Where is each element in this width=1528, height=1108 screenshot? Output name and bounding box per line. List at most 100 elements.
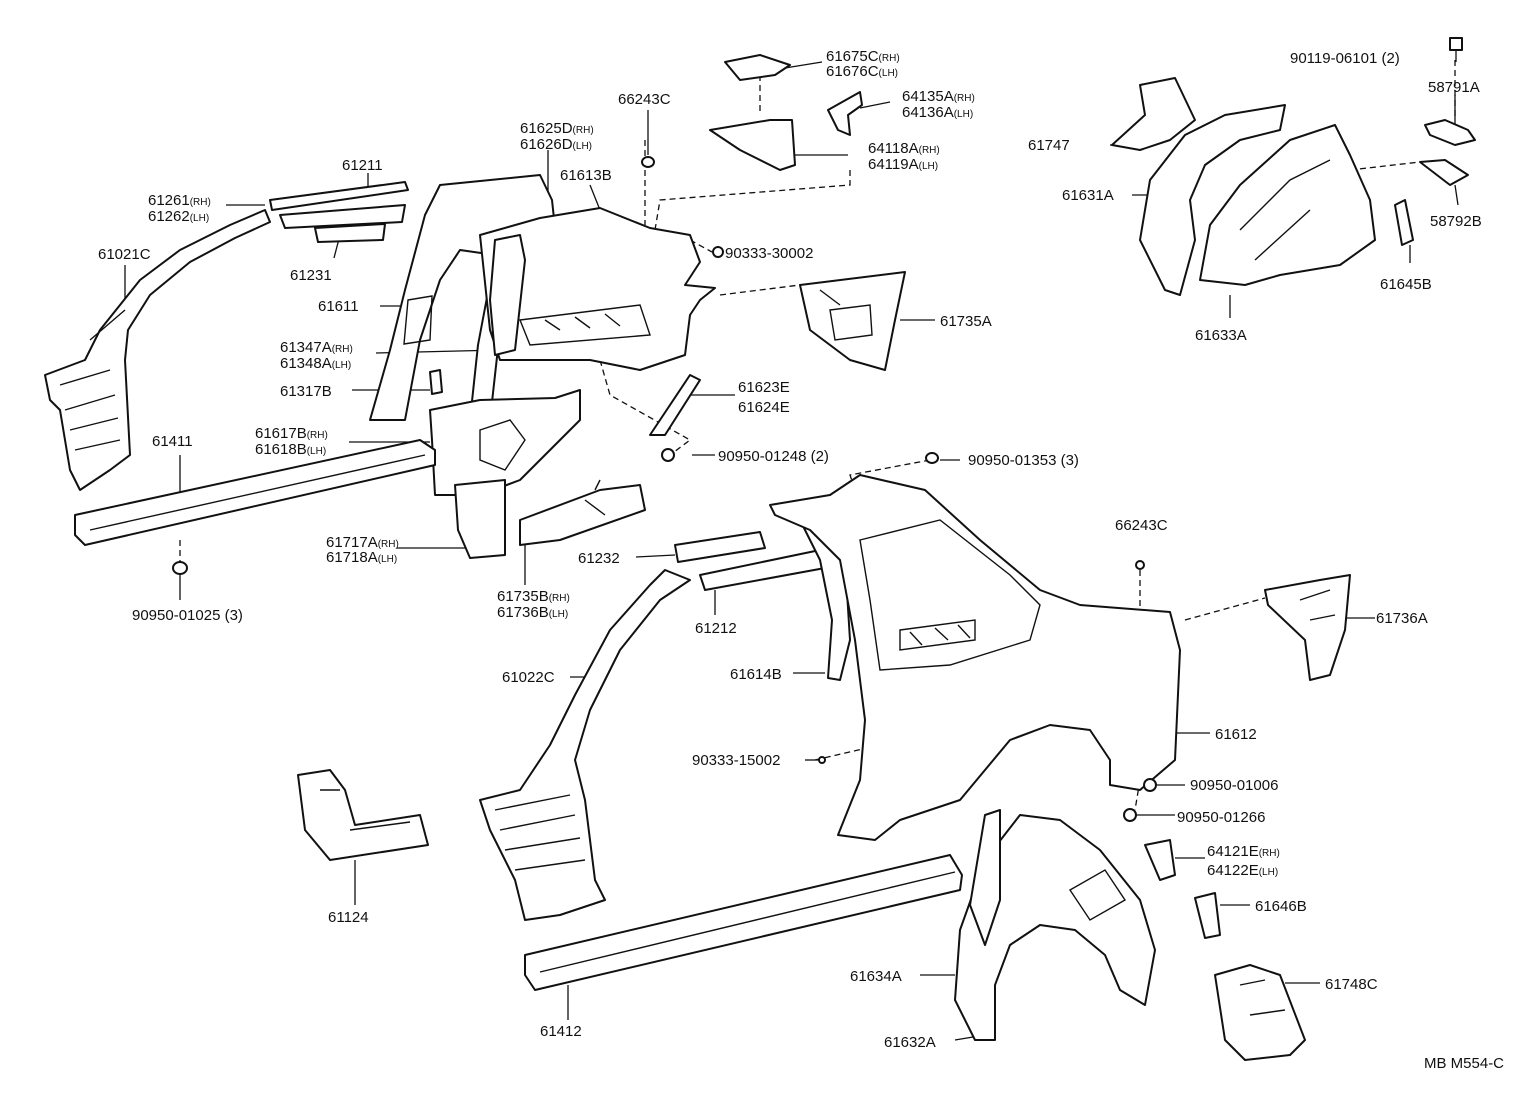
part-64135A-clip: [827, 91, 863, 136]
part-90119-06101-bolt: [1449, 37, 1463, 62]
part-61412-rocker: [524, 854, 963, 991]
part-label-64119A: 64119A(LH): [868, 156, 938, 173]
part-label-90950_01266: 90950-01266: [1177, 809, 1265, 826]
part-label-61124: 61124: [328, 909, 369, 926]
part-number-labels: 61675C(RH)61676C(LH) 90119-06101 (2) 66243…: [98, 48, 1482, 1051]
part-61232-rail: [674, 531, 766, 563]
nut-90950-01006: [1143, 778, 1157, 792]
part-label-61611: 61611: [318, 298, 359, 315]
part-61634A-wheelhouse-outer: [954, 814, 1156, 1041]
part-label-61412: 61412: [540, 1023, 582, 1040]
part-label-58792B: 58792B: [1430, 213, 1482, 230]
part-61612-quarter-outer: [769, 474, 1181, 841]
part-label-61736B: 61736B(LH): [497, 604, 568, 621]
part-label-61614B: 61614B: [730, 666, 782, 683]
part-label-64121E: 64121E(RH): [1207, 843, 1280, 860]
nut-90950-01266: [1123, 808, 1137, 822]
part-61645B-bracket: [1394, 199, 1414, 246]
part-label-61348A: 61348A(LH): [280, 355, 351, 372]
part-66243C-plug-top: [641, 156, 655, 168]
part-label-61347A: 61347A(RH): [280, 339, 353, 356]
part-58791A-clip: [1424, 119, 1476, 146]
relation-lines: [179, 60, 1456, 811]
part-label-66243C_mid: 66243C: [1115, 517, 1168, 534]
part-label-61633A: 61633A: [1195, 327, 1247, 344]
part-90333-30002-clip: [712, 246, 724, 258]
part-61617B-lower-panel: [429, 389, 581, 496]
part-61317B-bracket: [429, 369, 443, 395]
part-label-61261: 61261(RH): [148, 192, 211, 209]
part-61735A-panel: [799, 271, 906, 371]
nut-90950-01248: [661, 448, 675, 462]
part-label-61624E: 61624E: [738, 399, 790, 416]
part-label-61617B: 61617B(RH): [255, 425, 328, 442]
part-label-61634A: 61634A: [850, 968, 902, 985]
plug-66243C: [1135, 560, 1145, 570]
part-label-64136A: 64136A(LH): [902, 104, 973, 121]
part-61623E-gusset: [649, 374, 701, 436]
part-label-61717A: 61717A(RH): [326, 534, 399, 551]
nut-90950-01025: [172, 561, 188, 575]
part-label-61612: 61612: [1215, 726, 1257, 743]
part-label-61317B: 61317B: [280, 383, 332, 400]
part-label-61675C: 61675C(RH): [826, 48, 900, 65]
part-label-58791A: 58791A: [1428, 79, 1480, 96]
part-61735B-bracket: [519, 479, 646, 546]
part-58792B-clip: [1419, 159, 1469, 186]
part-61748C-bracket: [1214, 964, 1306, 1061]
part-61747-bracket: [1111, 77, 1196, 151]
part-label-90950_01353: 90950-01353 (3): [968, 452, 1079, 469]
part-label-61748C: 61748C: [1325, 976, 1378, 993]
part-label-61631A: 61631A: [1062, 187, 1114, 204]
part-61021C-front-pillar: [44, 209, 271, 491]
part-label-61411: 61411: [152, 433, 193, 450]
part-label-90119: 90119-06101 (2): [1290, 50, 1400, 67]
part-label-61676C: 61676C(LH): [826, 63, 898, 80]
part-61646B-bracket: [1194, 892, 1221, 939]
part-64121E-bracket: [1144, 839, 1176, 881]
leader-lines: [124, 61, 1459, 1041]
part-61124-bracket: [297, 769, 429, 861]
part-label-64135A: 64135A(RH): [902, 88, 975, 105]
part-label-61735B: 61735B(RH): [497, 588, 570, 605]
part-61736A-bracket: [1264, 574, 1351, 681]
part-64118A-bracket: [709, 119, 796, 171]
part-61411-rocker: [74, 439, 436, 546]
part-label-90950_01025: 90950-01025 (3): [132, 607, 243, 624]
part-label-90333_30002: 90333-30002: [725, 245, 813, 262]
part-label-64122E: 64122E(LH): [1207, 862, 1278, 879]
clip-90333-15002: [818, 756, 826, 764]
part-label-61231: 61231: [290, 267, 332, 284]
part-label-61735A: 61735A: [940, 313, 992, 330]
nut-90950-01353: [925, 452, 939, 464]
part-label-90950_01006: 90950-01006: [1190, 777, 1278, 794]
part-61613B-quarter-inner: [479, 207, 716, 371]
part-label-61022C: 61022C: [502, 669, 555, 686]
part-label-61211: 61211: [342, 157, 383, 174]
part-label-64118A: 64118A(RH): [868, 140, 940, 157]
part-label-61625D: 61625D(RH): [520, 120, 594, 137]
part-61633A-wheelhouse-inner: [1199, 124, 1376, 286]
part-label-61646B: 61646B: [1255, 898, 1307, 915]
part-label-61626D: 61626D(LH): [520, 136, 592, 153]
part-label-61747: 61747: [1028, 137, 1070, 154]
part-61631A-wheelhouse-outer: [1139, 104, 1286, 296]
diagram-id: MB M554-C: [1424, 1055, 1504, 1072]
part-label-61262: 61262(LH): [148, 208, 209, 225]
part-label-61623E: 61623E: [738, 379, 790, 396]
part-label-61212: 61212: [695, 620, 737, 637]
part-label-61613B: 61613B: [560, 167, 612, 184]
part-61675C-plate: [724, 54, 791, 81]
part-label-61618B: 61618B(LH): [255, 441, 326, 458]
part-61347A-pillar-brace: [489, 234, 526, 356]
part-61632A-panel: [969, 809, 1001, 946]
part-61022C-front-pillar: [479, 569, 691, 921]
part-label-61021C: 61021C: [98, 246, 151, 263]
part-label-61645B: 61645B: [1380, 276, 1432, 293]
part-61231-rail-inner: [279, 204, 406, 243]
part-label-61718A: 61718A(LH): [326, 549, 397, 566]
part-label-61736A: 61736A: [1376, 610, 1428, 627]
part-label-61632A: 61632A: [884, 1034, 936, 1051]
